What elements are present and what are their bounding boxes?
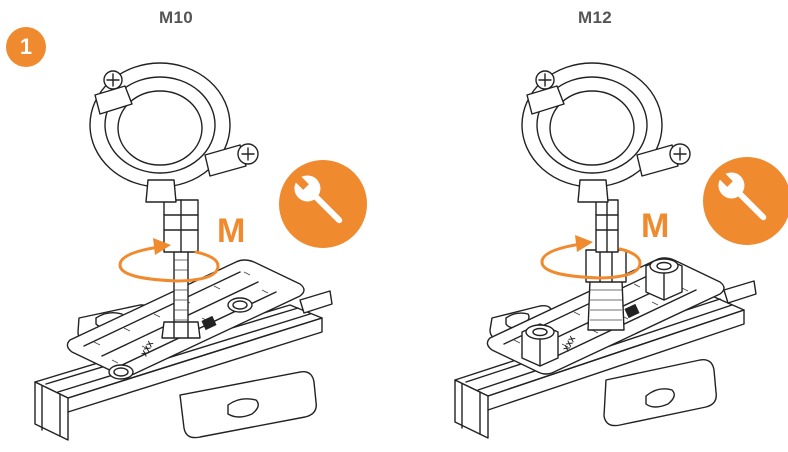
torque-symbol-left: M [217, 212, 246, 250]
right-assembly-m12: XXX [454, 62, 757, 439]
left-threaded-rod [161, 199, 201, 339]
wrench-badge-right [703, 157, 788, 245]
left-rotation-arrow-icon [118, 238, 220, 283]
right-rotation-arrow-icon [540, 235, 642, 280]
step-number-badge: 1 [6, 27, 46, 67]
left-assembly-m10: XXX [34, 62, 333, 441]
size-label-m10: M10 [159, 8, 193, 27]
right-pipe-clamp [521, 62, 691, 203]
right-mounting-plate [489, 304, 717, 427]
wrench-icon [717, 171, 767, 221]
right-hex-nut-front [521, 323, 559, 367]
size-label-m12: M12 [578, 8, 612, 27]
torque-symbol-right: M [641, 207, 670, 245]
right-hex-nut-back [645, 257, 683, 301]
wrench-badge-left [279, 160, 367, 248]
left-pipe-clamp [89, 62, 259, 203]
right-threaded-rod [585, 199, 627, 331]
wrench-icon [293, 174, 343, 224]
